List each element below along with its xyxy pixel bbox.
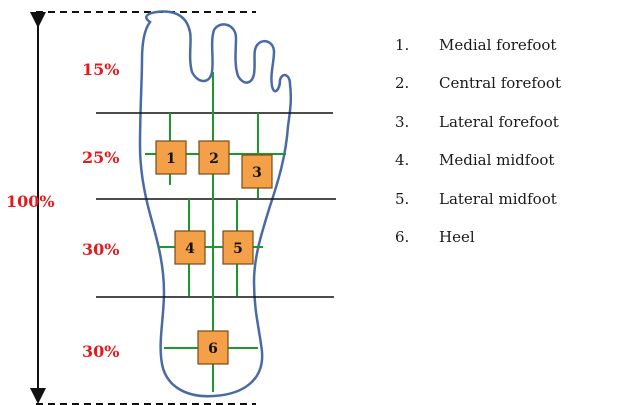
region-box-3: 3 [242,155,272,188]
legend-number: 2. [395,74,439,92]
legend-label: Medial midfoot [439,151,554,169]
region-box-2: 2 [199,141,229,174]
region-legend: 1. Medial forefoot 2. Central forefoot 3… [395,36,561,266]
svg-text:5: 5 [233,241,243,257]
legend-item: 5. Lateral midfoot [395,190,561,228]
legend-number: 1. [395,36,439,54]
legend-label: Medial forefoot [439,36,556,54]
percent-forefoot: 25% [82,148,119,167]
foot-region-diagram: 15% 25% 100% 30% 30% 1 2 3 4 5 6 [0,0,380,405]
percent-midfoot: 30% [82,240,119,259]
legend-number: 4. [395,151,439,169]
legend-item: 4. Medial midfoot [395,151,561,189]
legend-item: 3. Lateral forefoot [395,113,561,151]
legend-number: 3. [395,113,439,131]
legend-item: 2. Central forefoot [395,74,561,112]
legend-label: Central forefoot [439,74,561,92]
region-box-6: 6 [198,331,228,364]
region-box-5: 5 [223,231,253,264]
region-box-4: 4 [175,231,205,264]
legend-number: 5. [395,190,439,208]
svg-text:4: 4 [185,241,195,257]
svg-text:1: 1 [166,151,176,167]
legend-label: Lateral midfoot [439,190,557,208]
legend-item: 6. Heel [395,228,561,266]
svg-text:2: 2 [209,151,219,167]
legend-number: 6. [395,228,439,246]
legend-item: 1. Medial forefoot [395,36,561,74]
percent-total: 100% [6,192,55,211]
region-box-1: 1 [156,141,186,174]
percent-toes: 15% [82,60,119,79]
svg-text:3: 3 [252,165,262,181]
percent-heel: 30% [82,342,119,361]
svg-text:6: 6 [208,341,218,357]
legend-label: Heel [439,228,475,246]
legend-label: Lateral forefoot [439,113,559,131]
